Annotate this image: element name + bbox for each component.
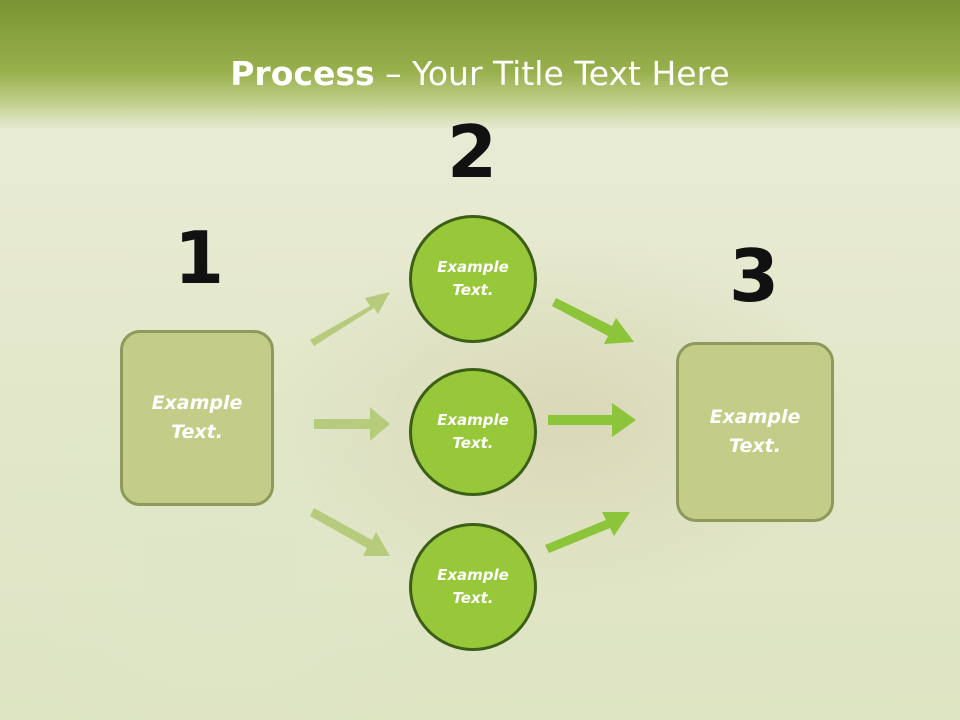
header-band (0, 0, 960, 130)
title-bold: Process (230, 54, 375, 93)
left-arrows (310, 292, 390, 556)
circle-2-text: Example Text. (437, 411, 509, 452)
slide-title: Process – Your Title Text Here (0, 52, 960, 96)
arrow-from-circle-1 (552, 298, 634, 344)
right-text-box: Example Text. (676, 342, 834, 522)
circle-3-text: Example Text. (437, 566, 509, 607)
right-box-text: Example Text. (709, 406, 801, 457)
circle-step-2: Example Text. (409, 368, 537, 496)
title-rest: – Your Title Text Here (374, 54, 730, 93)
circle-1-text: Example Text. (437, 258, 509, 299)
arrow-to-circle-3 (310, 508, 390, 556)
arrow-from-circle-2 (548, 403, 636, 437)
step-number-3: 3 (728, 234, 780, 318)
circle-step-1: Example Text. (409, 215, 537, 343)
step-number-1: 1 (173, 216, 225, 300)
right-arrows (545, 298, 636, 553)
circle-step-3: Example Text. (409, 523, 537, 651)
arrow-to-circle-2 (314, 407, 390, 441)
arrow-to-circle-1 (310, 292, 390, 346)
left-box-text: Example Text. (151, 392, 243, 443)
left-text-box: Example Text. (120, 330, 274, 506)
step-number-2: 2 (446, 110, 498, 194)
arrow-from-circle-3 (545, 512, 630, 553)
